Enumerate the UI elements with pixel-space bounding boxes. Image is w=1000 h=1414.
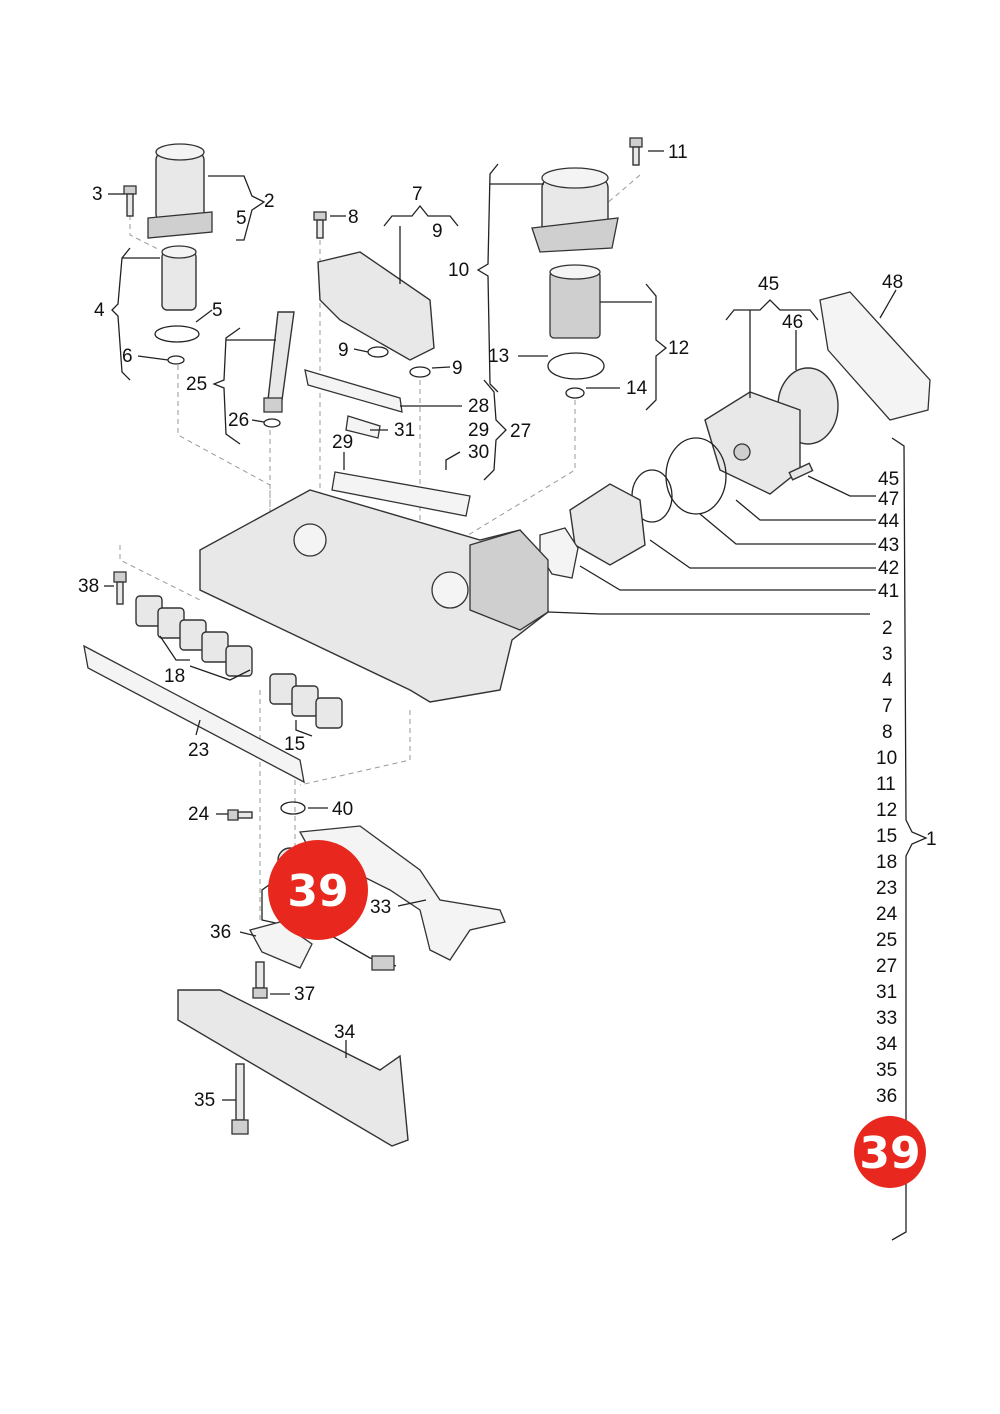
part-list: 2 3 4 7 8 10 11 12 15 18 23 24 25 27 31 … [876,618,898,1107]
highlight-circle [854,1116,926,1188]
filter-cartridge-12 [547,264,605,399]
callout-5: 5 [212,300,223,321]
callout-33: 33 [370,897,391,918]
callout-18: 18 [164,666,185,687]
bolt-3 [123,185,137,217]
callout-2: 2 [264,191,275,212]
part-list-item: 10 [876,748,897,769]
part-list-item: 36 [876,1086,897,1107]
part-list-item: 11 [876,774,896,795]
filter-housing-top-left [147,143,213,239]
callout-41: 41 [878,581,899,602]
callout-36: 36 [210,922,231,943]
bolt-8 [313,211,327,239]
callout-48: 48 [882,272,903,293]
callout-31: 31 [394,420,415,441]
callout-46: 46 [782,312,803,333]
leader-lines [104,150,928,1241]
highlight-circle [268,840,368,940]
callout-14: 14 [626,378,648,399]
seals-43-44 [631,437,727,523]
bolt-38 [113,571,127,605]
solenoids-18 [135,595,253,677]
callout-34: 34 [334,1022,356,1043]
callout-10: 10 [448,260,469,281]
bolt-11 [629,137,643,166]
callout-24: 24 [188,804,210,825]
highlight-label: 39 [287,866,348,917]
callout-30: 30 [468,442,489,463]
part-list-item: 12 [876,800,897,821]
solenoids-15 [269,673,343,729]
callout-9-right: 9 [452,358,463,379]
callout-5-top: 5 [236,208,247,229]
filter-insert-left [154,245,200,365]
callout-8: 8 [348,207,359,228]
callout-4: 4 [94,300,105,321]
bolt-47 [788,462,814,481]
part-list-item: 33 [876,1008,897,1029]
bolt-37 [252,961,268,999]
callout-44: 44 [878,511,900,532]
part-list-item: 4 [882,670,893,691]
callout-15: 15 [284,734,305,755]
highlight-badge-39-diagram[interactable]: 39 [268,840,368,940]
callout-37: 37 [294,984,315,1005]
callout-23: 23 [188,740,209,761]
callout-6: 6 [122,346,133,367]
part-list-item: 18 [876,852,897,873]
gaskets-27 [304,369,471,517]
callout-43: 43 [878,535,899,556]
callout-28: 28 [468,396,489,417]
callout-13: 13 [488,346,509,367]
part-list-item: 3 [882,644,893,665]
callout-3: 3 [92,184,103,205]
callout-labels: 3 2 5 4 5 6 8 7 9 9 9 25 26 11 10 12 13 … [78,142,937,1111]
part-list-item: 35 [876,1060,897,1081]
pump-module-42 [569,483,646,566]
callout-47: 47 [878,489,899,510]
callout-25: 25 [186,374,207,395]
callout-29-left: 29 [332,432,353,453]
part-list-item: 15 [876,826,897,847]
highlight-label: 39 [859,1128,920,1179]
callout-9-left: 9 [338,340,349,361]
pump-cover-48 [819,291,931,421]
filter-housing-top-right [531,167,619,253]
assembly-guide-lines [119,174,641,920]
callout-35: 35 [194,1090,215,1111]
pump-housing-45 [704,391,801,495]
dipstick-tube [263,311,295,428]
part-list-item: 8 [882,722,893,743]
callout-40: 40 [332,799,353,820]
part-list-item: 23 [876,878,897,899]
part-list-item: 24 [876,904,898,925]
callout-42: 42 [878,558,899,579]
callout-11: 11 [668,142,688,163]
bolt-35 [231,1063,249,1135]
part-list-item: 25 [876,930,897,951]
part-list-item: 7 [882,696,893,717]
part-list-item: 34 [876,1034,898,1055]
callout-26: 26 [228,410,249,431]
callout-7: 7 [412,184,423,205]
callout-45: 45 [878,469,899,490]
gasket-strip-23 [83,644,305,784]
callout-12: 12 [668,338,689,359]
part-list-item: 2 [882,618,893,639]
callout-27: 27 [510,421,531,442]
cover-7 [317,251,435,378]
o-ring-40 [280,801,306,815]
bolt-24 [227,809,253,821]
highlight-badge-39-list[interactable]: 39 [854,1116,926,1188]
callout-1: 1 [926,829,937,850]
part-list-item: 31 [876,982,897,1003]
callout-38: 38 [78,576,99,597]
callout-29-right: 29 [468,420,489,441]
part-list-item: 27 [876,956,897,977]
callout-45-top: 45 [758,274,779,295]
callout-9-top: 9 [432,221,443,242]
plate-34 [177,989,409,1147]
